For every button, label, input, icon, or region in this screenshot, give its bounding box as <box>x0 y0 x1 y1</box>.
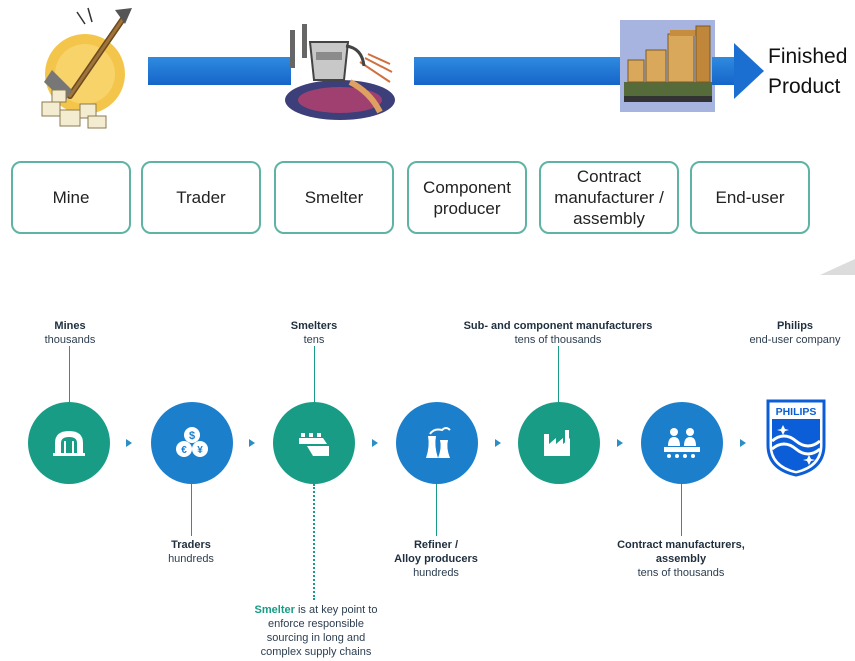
chevron-arrow-2 <box>249 439 255 447</box>
assembly-workers-icon <box>664 428 700 458</box>
chevron-arrow-5 <box>617 439 623 447</box>
label-refiner-title-2: Alloy producers <box>394 553 478 565</box>
node-mines <box>28 402 110 484</box>
label-smelters: Smelters tens <box>264 319 364 347</box>
flow-arrow-bar-1 <box>148 57 291 85</box>
flow-arrow-bar-3 <box>712 57 736 85</box>
label-traders-count: hundreds <box>168 553 214 565</box>
finished-product-label: Finished Product <box>768 42 855 102</box>
note-line-1: Smelter is at key point to <box>236 603 396 617</box>
note-line-4: complex supply chains <box>260 646 372 658</box>
label-component-manufacturers: Sub- and component manufacturers tens of… <box>438 319 678 347</box>
mine-icon <box>53 431 85 456</box>
connector-component <box>558 346 559 403</box>
stage-box-end-user: End-user <box>690 161 810 234</box>
note-highlight: Smelter <box>254 604 295 616</box>
connector-refiner <box>436 484 437 536</box>
smelter-crucible-icon <box>285 24 395 120</box>
label-smelters-title: Smelters <box>290 320 338 332</box>
philips-logo-text: PHILIPS <box>776 406 817 418</box>
label-contract-manufacturers: Contract manufacturers, assembly tens of… <box>596 538 766 580</box>
label-mines-title: Mines <box>54 320 86 332</box>
node-contract-manufacturers <box>641 402 723 484</box>
node-smelters <box>273 402 355 484</box>
svg-text:€: € <box>181 445 187 456</box>
refinery-icon <box>426 427 451 458</box>
stage-box-component-producer: Component producer <box>407 161 527 234</box>
label-component-count: tens of thousands <box>514 334 602 346</box>
svg-text:¥: ¥ <box>197 445 203 456</box>
label-refiner-count: hundreds <box>413 567 459 579</box>
label-contract-title-1: Contract manufacturers, <box>617 539 745 551</box>
corner-decoration <box>820 259 855 275</box>
factory-conveyor-icon <box>620 20 715 112</box>
connector-smelter-note <box>313 484 315 600</box>
factory-icon <box>544 430 570 456</box>
chevron-arrow-1 <box>126 439 132 447</box>
smelter-icon <box>299 433 329 456</box>
label-refiner-title-1: Refiner / <box>413 539 458 551</box>
smelter-note: Smelter is at key point to enforce respo… <box>236 603 396 659</box>
node-traders: $ € ¥ <box>151 402 233 484</box>
label-traders-title: Traders <box>171 539 211 551</box>
finished-line-2: Product <box>768 75 841 98</box>
chevron-arrow-4 <box>495 439 501 447</box>
chevron-arrow-6 <box>740 439 746 447</box>
note-line-1-rest: is at key point to <box>294 604 378 616</box>
stage-box-mine: Mine <box>11 161 131 234</box>
connector-traders <box>191 484 192 536</box>
node-component-manufacturers <box>518 402 600 484</box>
label-traders: Traders hundreds <box>141 538 241 566</box>
svg-text:$: $ <box>189 430 195 442</box>
label-component-title: Sub- and component manufacturers <box>463 320 653 332</box>
philips-shield-logo: PHILIPS <box>766 399 826 477</box>
label-contract-title-2: assembly <box>655 553 707 565</box>
connector-contract <box>681 484 682 536</box>
node-refiner <box>396 402 478 484</box>
chevron-arrow-3 <box>372 439 378 447</box>
label-mines: Mines thousands <box>20 319 120 347</box>
stage-box-smelter: Smelter <box>274 161 394 234</box>
label-refiner: Refiner / Alloy producers hundreds <box>376 538 496 580</box>
flow-arrow-bar-2 <box>414 57 624 85</box>
flow-arrow-head <box>734 43 764 99</box>
label-philips-title: Philips <box>776 320 814 332</box>
connector-smelters <box>314 346 315 403</box>
finished-line-1: Finished <box>768 45 848 68</box>
note-line-3: sourcing in long and <box>266 632 366 644</box>
note-line-2: enforce responsible <box>267 618 364 630</box>
coins-icon: $ € ¥ <box>176 427 208 457</box>
label-mines-count: thousands <box>44 334 96 346</box>
stage-box-trader: Trader <box>141 161 261 234</box>
label-contract-count: tens of thousands <box>637 567 725 579</box>
label-smelters-count: tens <box>303 334 325 346</box>
stage-box-contract-manufacturer: Contract manufacturer / assembly <box>539 161 679 234</box>
label-philips-count: end-user company <box>749 334 841 346</box>
mining-pickaxe-icon <box>41 7 132 129</box>
label-philips: Philips end-user company <box>736 319 854 347</box>
connector-mines <box>69 346 70 403</box>
